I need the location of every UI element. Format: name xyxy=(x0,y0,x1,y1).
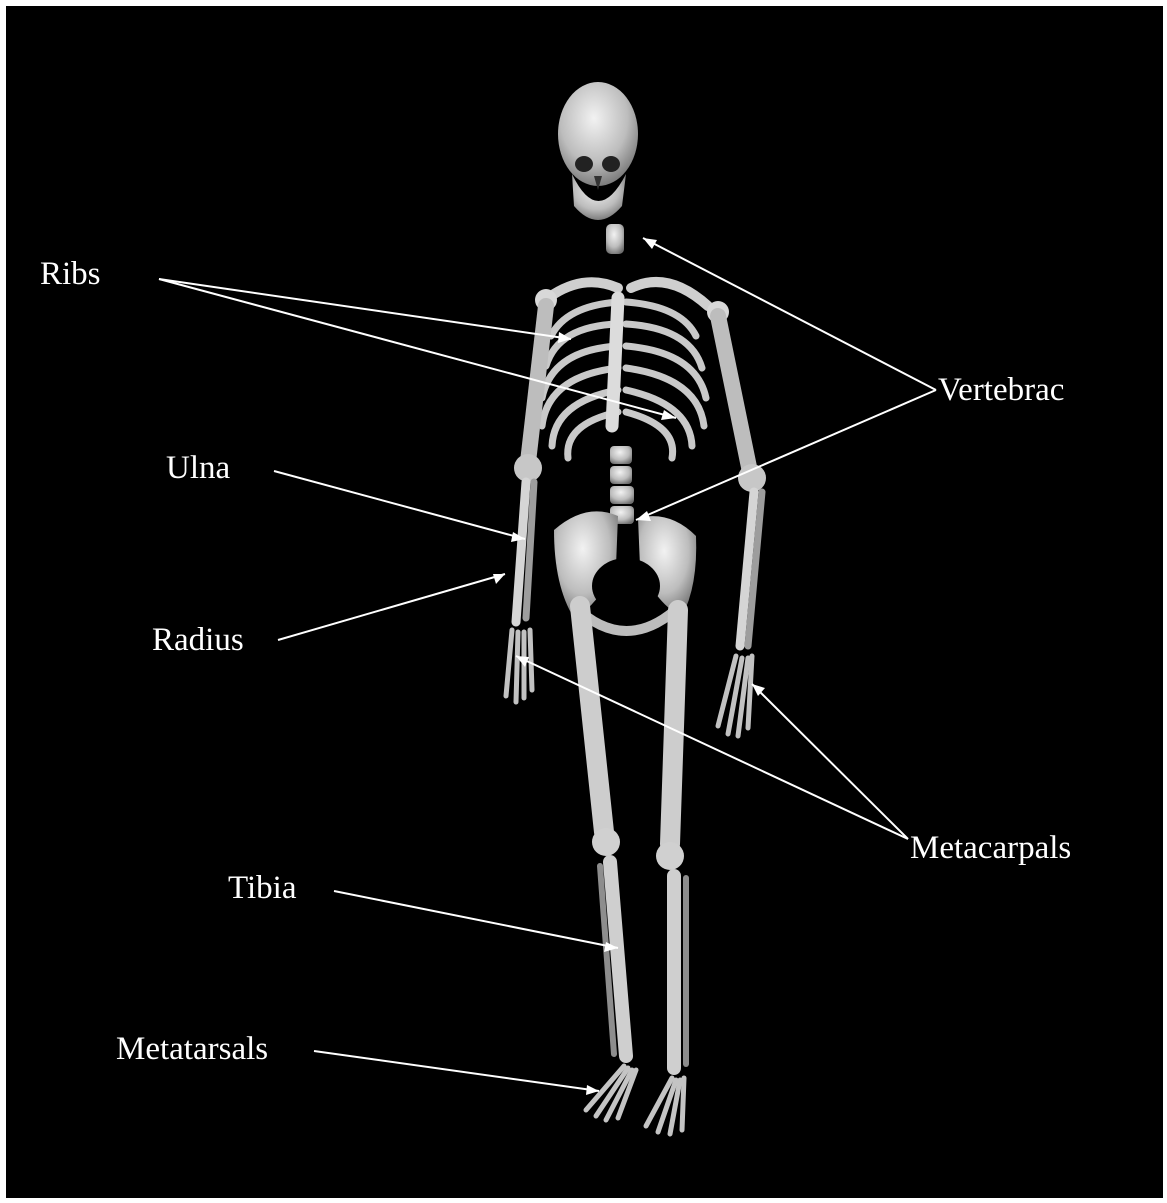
metacarpals-leader-1 xyxy=(516,656,908,839)
ulna-leader xyxy=(274,471,525,539)
ribs-label: Ribs xyxy=(40,258,101,291)
tibia-label: Tibia xyxy=(228,872,296,905)
arrowhead xyxy=(643,238,657,249)
arrowhead xyxy=(636,511,651,521)
arrowhead xyxy=(493,574,505,584)
rib-cage xyxy=(542,298,706,458)
skull xyxy=(558,82,638,220)
legs xyxy=(580,606,686,1068)
radius-leader xyxy=(278,574,505,640)
metatarsals-label: Metatarsals xyxy=(116,1033,268,1066)
tibia-leader xyxy=(334,891,618,948)
metacarpals-label: Metacarpals xyxy=(910,832,1071,865)
radius-label: Radius xyxy=(152,624,244,657)
ribs-leader-1 xyxy=(159,279,571,339)
metacarpals-leader-2 xyxy=(752,684,908,839)
feet xyxy=(586,1066,684,1134)
vertebrae-leader-2 xyxy=(636,390,936,520)
skeleton-diagram: Ribs Vertebrac Ulna Radius Metacarpals T… xyxy=(6,6,1163,1198)
metatarsals-leader xyxy=(314,1051,599,1091)
skeleton-illustration xyxy=(6,6,1163,1198)
hands xyxy=(506,630,752,736)
vertebrae-label: Vertebrac xyxy=(938,374,1064,407)
ulna-label: Ulna xyxy=(166,452,230,485)
